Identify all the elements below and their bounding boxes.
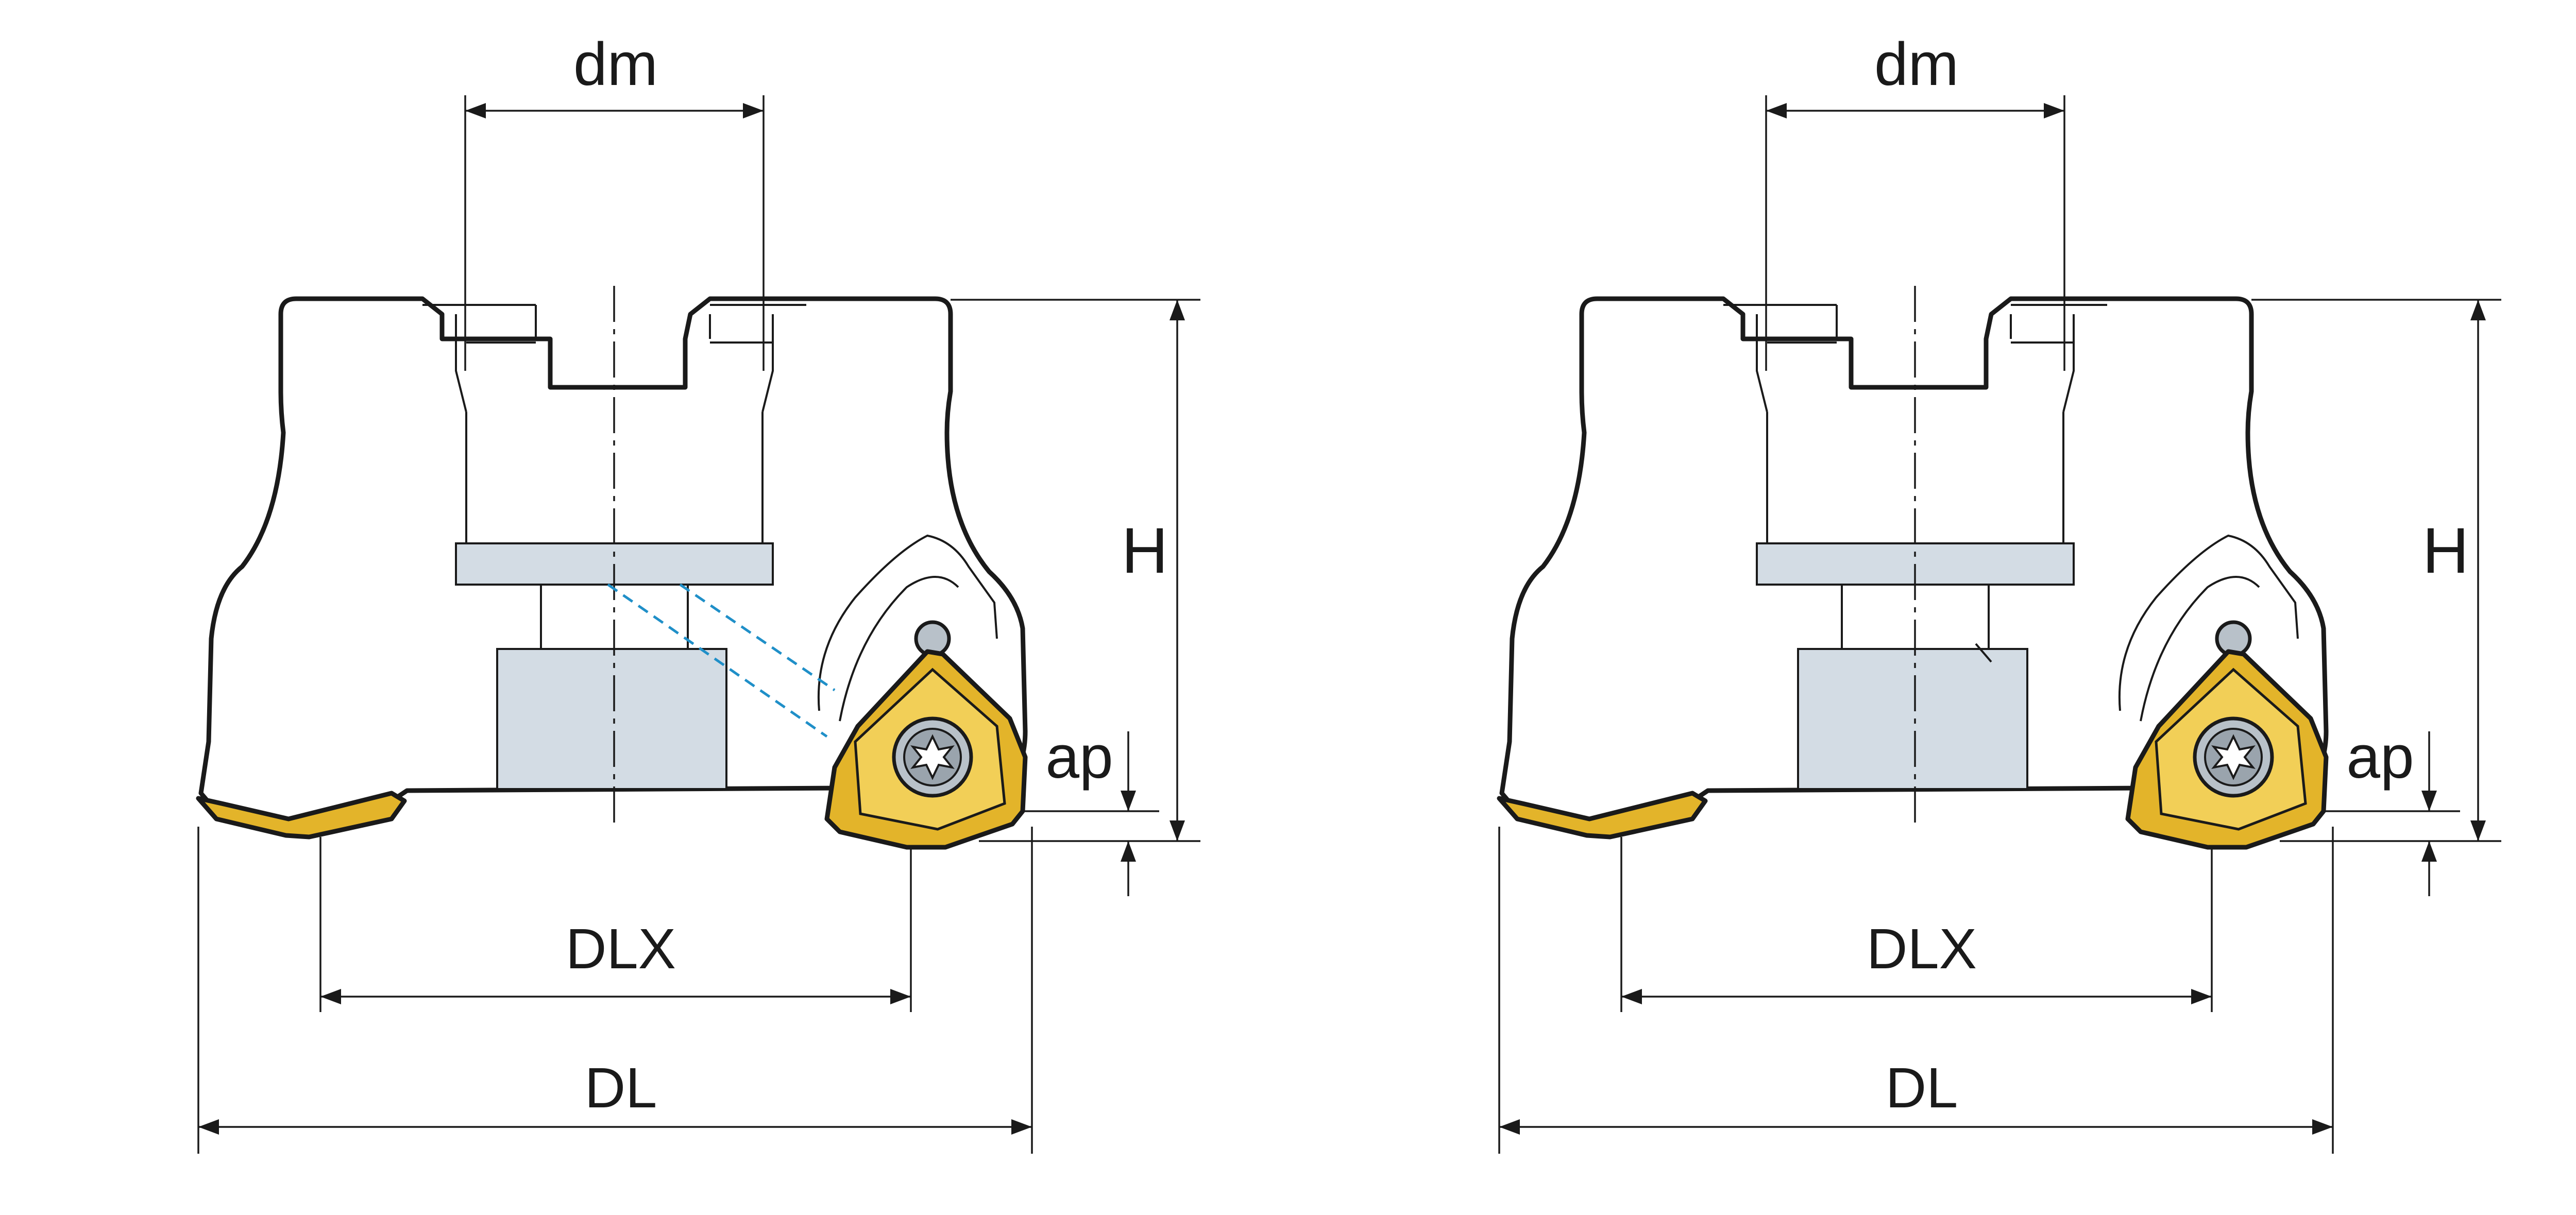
arrowhead [1011, 1119, 1032, 1135]
DLX-label: DLX [566, 917, 676, 981]
DLX-label: DLX [1867, 917, 1977, 981]
arrowhead [2312, 1119, 2333, 1135]
arrowhead [2421, 791, 2437, 811]
arrowhead [1170, 820, 1185, 841]
ap-label: ap [1045, 723, 1113, 791]
arrowhead [2470, 820, 2486, 841]
coolant-channel [607, 583, 836, 738]
arrowhead [1121, 841, 1136, 862]
dm-label: dm [573, 30, 658, 98]
arrowhead [1766, 103, 1787, 118]
H-label: H [2422, 515, 2469, 587]
arrowhead [1170, 300, 1185, 320]
arrowhead [1121, 791, 1136, 811]
H-extension-lines [951, 299, 1200, 842]
insert-front-view [827, 622, 1025, 847]
dm-extension-lines [464, 95, 765, 371]
arrowhead [2421, 841, 2437, 862]
arrowhead [890, 989, 911, 1004]
bore-edge-detail [1975, 643, 1992, 663]
arrowhead [2044, 103, 2064, 118]
insert-front-view [2128, 622, 2326, 847]
arrowhead [1499, 1119, 1520, 1135]
DLX-extension-lines [319, 837, 912, 1012]
DLX-extension-lines [1620, 837, 2213, 1012]
dm-extension-lines [1765, 95, 2065, 371]
arrowhead [2191, 989, 2212, 1004]
arrowhead [2470, 300, 2486, 320]
dm-label: dm [1874, 30, 1959, 98]
arrowhead [1621, 989, 1642, 1004]
arrowhead [198, 1119, 219, 1135]
DL-extension-lines [1498, 827, 2334, 1154]
ap-label: ap [2346, 723, 2414, 791]
DL-extension-lines [197, 827, 1033, 1154]
arrowhead [465, 103, 486, 118]
H-label: H [1122, 515, 1168, 587]
DL-label: DL [1886, 1056, 1958, 1120]
DL-label: DL [585, 1056, 657, 1120]
arrowhead [320, 989, 341, 1004]
H-extension-lines [2251, 299, 2501, 842]
arrowhead [743, 103, 764, 118]
